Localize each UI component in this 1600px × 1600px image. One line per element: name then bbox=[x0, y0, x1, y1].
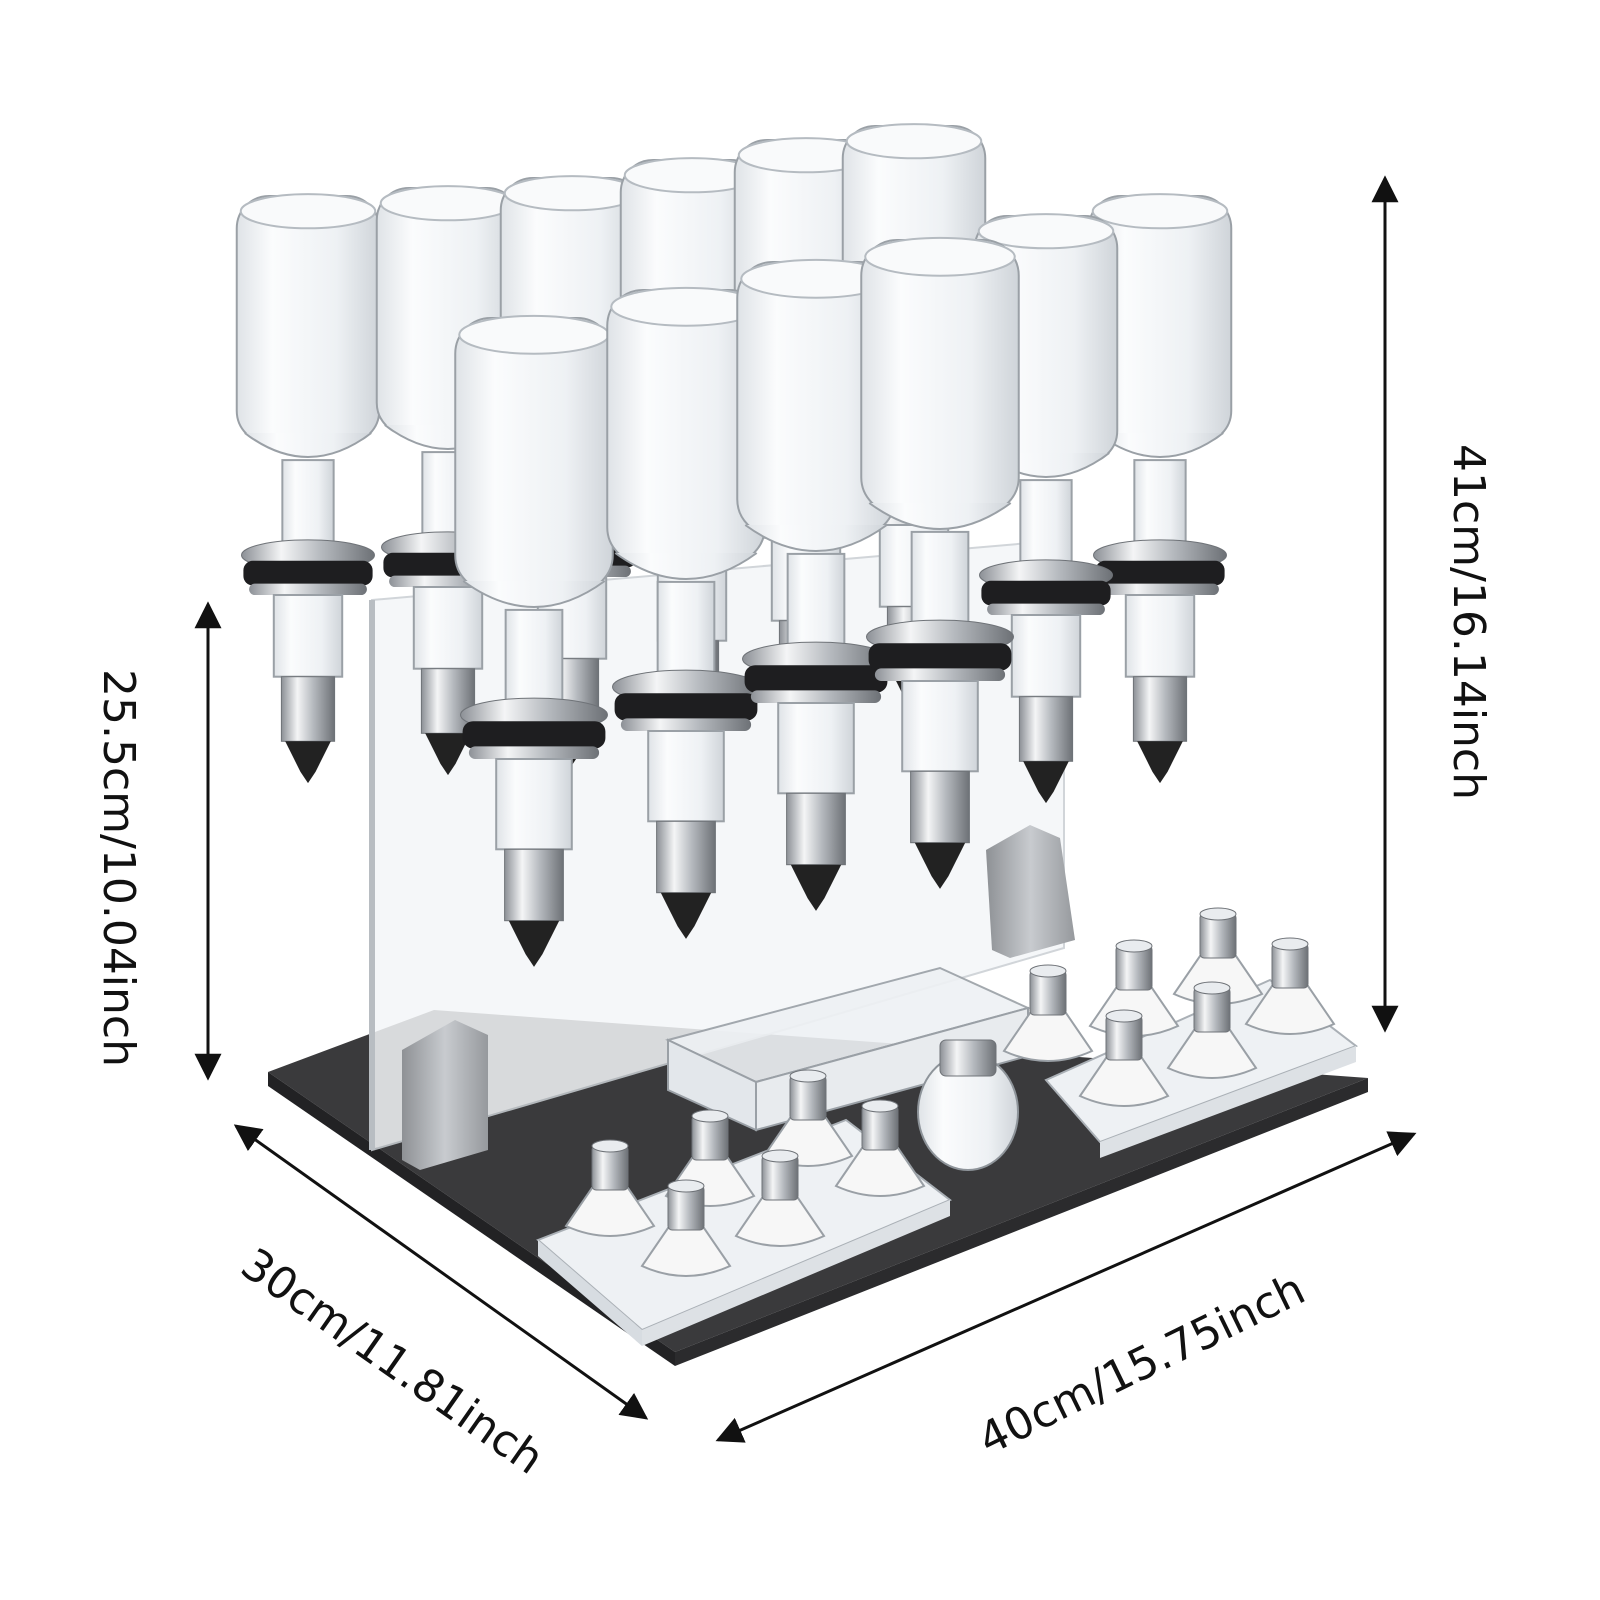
shot-dispenser bbox=[1002, 964, 1094, 1062]
bottle-with-pourer bbox=[860, 236, 1020, 889]
bottle-with-pourer bbox=[454, 314, 614, 967]
bottle-with-pourer bbox=[375, 185, 521, 776]
bottle-with-pourer bbox=[1087, 193, 1233, 784]
metal-support-right bbox=[986, 825, 1075, 958]
shot-dispenser bbox=[1244, 937, 1336, 1035]
bottle-with-pourer bbox=[736, 258, 896, 911]
bottle-with-pourer bbox=[606, 286, 766, 939]
width-arrow bbox=[715, 1131, 1417, 1443]
shot-dispenser bbox=[640, 1179, 732, 1277]
bottles bbox=[235, 123, 1233, 967]
shot-dispenser bbox=[1078, 1009, 1170, 1107]
shot-dispenser bbox=[1166, 981, 1258, 1079]
total-height-label: 41cm/16.14inch bbox=[1443, 443, 1494, 801]
rack-height-label: 25.5cm/10.04inch bbox=[93, 669, 144, 1067]
depth-arrow bbox=[233, 1124, 649, 1420]
bottle-with-pourer bbox=[235, 193, 381, 784]
